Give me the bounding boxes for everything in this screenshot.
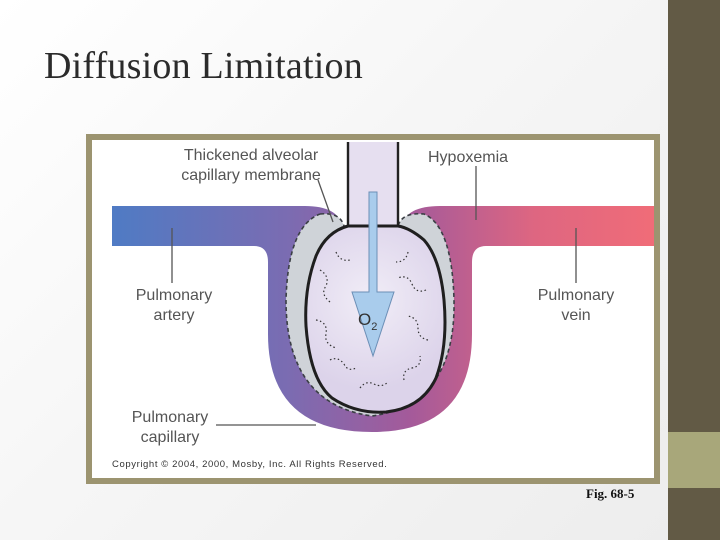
label-pulmonary-vein-line1: Pulmonary — [537, 287, 615, 304]
label-thickened-membrane-line1: Thickened alveolar — [183, 147, 319, 164]
figure-caption: Fig. 68-5 — [586, 486, 635, 501]
label-oxygen-subscript: 2 — [371, 321, 378, 333]
slide-title: Diffusion Limitation — [44, 45, 363, 87]
figure-copyright: Copyright © 2004, 2000, Mosby, Inc. All … — [112, 459, 388, 470]
label-thickened-membrane: Thickened alveolar capillary membrane — [168, 146, 334, 186]
label-oxygen: O2 — [358, 310, 378, 333]
leader-thickened-membrane — [317, 179, 334, 223]
label-pulmonary-capillary: Pulmonary capillary — [120, 408, 220, 448]
label-pulmonary-capillary-line2: capillary — [140, 429, 200, 446]
label-pulmonary-artery-line1: Pulmonary — [135, 287, 213, 304]
label-pulmonary-artery-line2: artery — [153, 307, 195, 324]
membrane-outer-dashed — [285, 212, 455, 417]
label-oxygen-symbol: O — [358, 310, 372, 329]
label-thickened-membrane-line2: capillary membrane — [181, 167, 321, 184]
side-bar-accent — [668, 432, 720, 488]
leader-lines — [171, 166, 577, 426]
oxygen-diffusion-arrow — [351, 191, 395, 358]
label-pulmonary-artery: Pulmonary artery — [124, 286, 224, 326]
alveolar-surface-dots — [315, 251, 429, 389]
label-hypoxemia: Hypoxemia — [428, 149, 509, 166]
label-pulmonary-vein: Pulmonary vein — [526, 286, 626, 326]
label-pulmonary-vein-line2: vein — [561, 307, 591, 324]
label-pulmonary-capillary-line1: Pulmonary — [131, 409, 209, 426]
